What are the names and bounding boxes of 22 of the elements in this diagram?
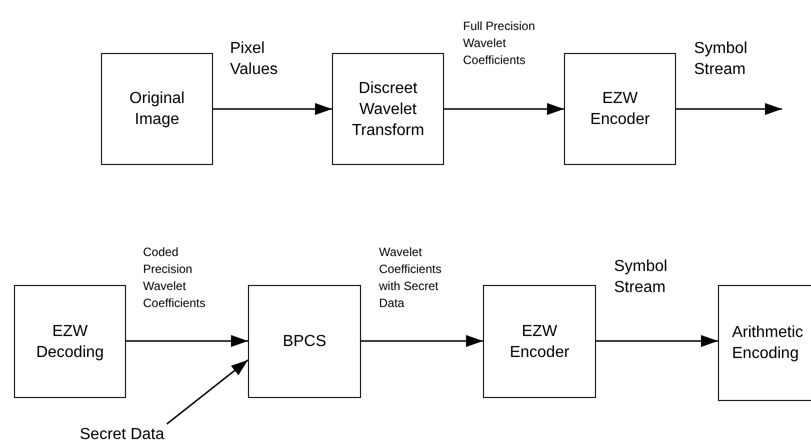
process-box xyxy=(101,53,213,165)
box-label: EZW Decoding xyxy=(35,322,105,362)
arrow xyxy=(676,103,782,115)
box-label: Arithmetic Encoding xyxy=(732,323,804,364)
arrow xyxy=(213,103,332,115)
process-box xyxy=(248,285,361,398)
box-label: Original Image xyxy=(128,89,186,130)
box-label: BPCS xyxy=(282,332,326,352)
box-label: Discreet Wavelet Transform xyxy=(350,78,426,140)
input-label: Secret Data xyxy=(66,424,178,444)
arrow xyxy=(596,335,718,347)
box-label: EZW Encoder xyxy=(589,89,651,130)
process-box xyxy=(483,285,596,398)
process-box xyxy=(14,285,126,398)
arrow xyxy=(444,103,564,115)
process-box xyxy=(564,53,676,165)
process-box xyxy=(718,285,811,401)
box-label: EZW Encoder xyxy=(508,322,570,362)
process-box xyxy=(332,53,444,165)
arrow xyxy=(361,335,483,347)
arrow xyxy=(126,335,248,347)
arrow xyxy=(166,359,248,425)
